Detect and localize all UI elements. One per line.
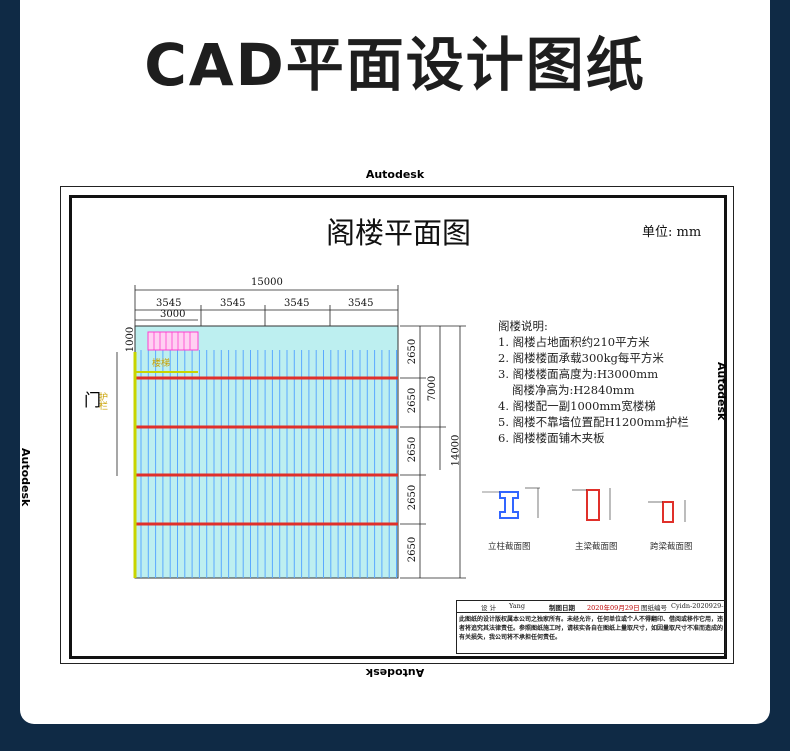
dim-stair-width: 3000 — [160, 309, 186, 320]
dim-span-2: 2650 — [407, 387, 419, 414]
section-label-main-beam: 主梁截面图 — [575, 542, 618, 552]
watermark-top: Autodesk — [365, 168, 425, 181]
section-label-column: 立柱截面图 — [488, 542, 531, 552]
main-beams — [135, 376, 398, 526]
unit-label: 单位: mm — [642, 225, 702, 240]
main-beam-section — [586, 489, 600, 521]
dim-half-height: 7000 — [427, 375, 439, 402]
dim-span-4: 2650 — [407, 484, 419, 511]
title-block: 设 计 Yang 制图日期 2020年09月29日 图纸编号 Cyidn-202… — [456, 600, 728, 654]
cad-border — [69, 195, 727, 659]
deck-area — [134, 325, 399, 579]
tb-designer: Yang — [509, 602, 526, 610]
dim-side-small: 1000 — [125, 326, 137, 353]
tb-date-label: 制图日期 — [549, 604, 575, 612]
dim-bay-3: 3545 — [284, 298, 310, 309]
tb-date: 2020年09月29日 — [587, 604, 640, 612]
notes-block: 阁楼说明: 1. 阁楼占地面积约210平方米 2. 阁楼楼面承载300kg每平方… — [498, 318, 689, 446]
tb-code: Cyidn-2020929-1 — [671, 602, 728, 610]
column-section — [499, 491, 519, 519]
dim-bay-2: 3545 — [220, 298, 246, 309]
staircase — [147, 331, 199, 351]
purlins — [140, 350, 397, 578]
note-3b: 阁楼净高为:H2840mm — [512, 383, 635, 397]
stair-label: 楼梯 — [152, 359, 171, 369]
dim-span-1: 2650 — [407, 338, 419, 365]
dim-overall-width: 15000 — [251, 277, 283, 288]
railing-label: 护栏 — [97, 392, 107, 410]
note-1: 1. 阁楼占地面积约210平方米 — [498, 335, 650, 349]
dim-bay-4: 3545 — [348, 298, 374, 309]
dim-span-5: 2650 — [407, 536, 419, 563]
dimension-lines — [116, 285, 466, 579]
note-2: 2. 阁楼楼面承载300kg每平方米 — [498, 351, 664, 365]
door-label: 门 — [84, 391, 101, 411]
section-label-cross-beam: 跨梁截面图 — [650, 542, 693, 552]
note-6: 6. 阁楼楼面铺木夹板 — [498, 431, 605, 445]
tb-design-label: 设 计 — [481, 604, 497, 612]
tb-code-label: 图纸编号 — [641, 604, 667, 612]
notes-title: 阁楼说明: — [498, 319, 548, 333]
drawing-title: 阁楼平面图 — [326, 216, 472, 250]
dim-total-height: 14000 — [450, 434, 462, 467]
dim-span-3: 2650 — [407, 436, 419, 463]
dim-bay-1: 3545 — [156, 298, 182, 309]
tb-copyright-note: 此图纸的设计版权属本公司之独家所有。未经允许，任何单位或个人不得翻印、借阅或移作… — [459, 616, 724, 641]
note-5: 5. 阁楼不靠墙位置配H1200mm护栏 — [498, 415, 689, 429]
cross-beam-section — [662, 501, 674, 523]
page-title: CAD平面设计图纸 — [144, 31, 646, 99]
note-3: 3. 阁楼楼面高度为:H3000mm — [498, 367, 659, 381]
note-4: 4. 阁楼配一副1000mm宽楼梯 — [498, 399, 656, 413]
